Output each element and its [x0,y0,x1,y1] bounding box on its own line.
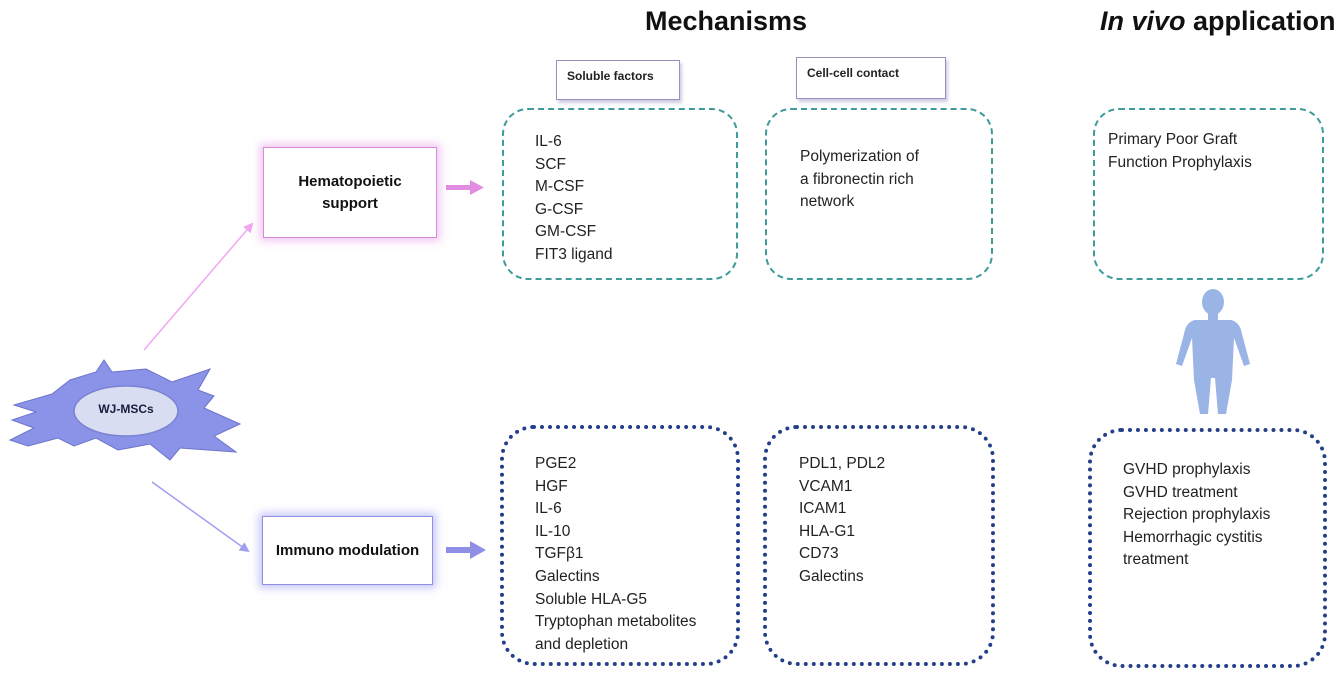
list-item: Hemorrhagic cystitis [1123,528,1263,546]
list-item: HGF [535,477,568,495]
list-item: GM-CSF [535,223,597,241]
list-item: M-CSF [535,178,585,196]
arrow-to-immuno [151,481,250,553]
list-item: and depletion [535,635,629,653]
list-item: a fibronectin rich [800,170,914,188]
list-item: VCAM1 [799,477,853,495]
list-item: IL-6 [535,500,562,518]
hematopoietic-cell-contact-box: Polymerization of a fibronectin rich net… [765,108,993,280]
heading-applications: applications [1193,6,1334,36]
category-hematopoietic-support: Hematopoietic support [263,147,437,238]
tag-soluble-factors: Soluble factors [556,60,680,100]
list-item: ICAM1 [799,500,847,518]
list-item: PGE2 [535,455,577,472]
list-item: FIT3 ligand [535,245,613,263]
list-item: Primary Poor Graft [1108,131,1238,148]
list-item: GVHD prophylaxis [1123,461,1251,478]
heading-in-vivo-applications: In vivo applications [1100,6,1334,37]
hematopoietic-applications-box: Primary Poor Graft Function Prophylaxis [1093,108,1324,280]
category-hematopoietic-line-2: support [322,194,378,212]
cell-label: WJ-MSCs [98,402,154,416]
list-item: Polymerization of [800,148,919,165]
list-item: network [800,193,855,211]
heading-in-vivo-italic: In vivo [1100,6,1186,36]
list-item: G-CSF [535,200,584,218]
list-item: HLA-G1 [799,522,855,540]
list-item: Tryptophan metabolites [535,613,697,631]
heading-mechanisms: Mechanisms [645,6,808,36]
list-item: GVHD treatment [1123,483,1238,501]
list-item: PDL1, PDL2 [799,455,886,472]
category-hematopoietic-line-1: Hematopoietic [298,172,402,190]
list-item: TGFβ1 [535,545,584,563]
arrow-hematopoietic-to-soluble [446,180,484,195]
immuno-cell-contact-box: PDL1, PDL2 VCAM1 ICAM1 HLA-G1 CD73 Galec… [763,425,995,666]
list-item: Rejection prophylaxis [1123,506,1271,524]
human-figure-icon [1176,289,1250,414]
cell-icon [8,359,242,461]
list-item: SCF [535,155,566,173]
category-immuno-modulation: Immuno modulation [262,516,433,585]
list-item: Galectins [799,567,864,585]
arrow-immuno-to-soluble [446,541,486,559]
list-item: Function Prophylaxis [1108,153,1252,171]
immuno-applications-box: GVHD prophylaxis GVHD treatment Rejectio… [1088,428,1327,668]
arrow-to-hematopoietic [143,222,254,351]
list-item: Soluble HLA-G5 [535,590,648,608]
immuno-soluble-factors-box: PGE2 HGF IL-6 IL-10 TGFβ1 Galectins Solu… [500,425,740,666]
list-item: IL-6 [535,133,562,150]
list-item: IL-10 [535,522,571,540]
hematopoietic-soluble-factors-box: IL-6 SCF M-CSF G-CSF GM-CSF FIT3 ligand [502,108,738,280]
list-item: treatment [1123,551,1189,569]
tag-cell-cell-contact: Cell-cell contact [796,57,946,99]
list-item: Galectins [535,567,600,585]
list-item: CD73 [799,545,839,563]
